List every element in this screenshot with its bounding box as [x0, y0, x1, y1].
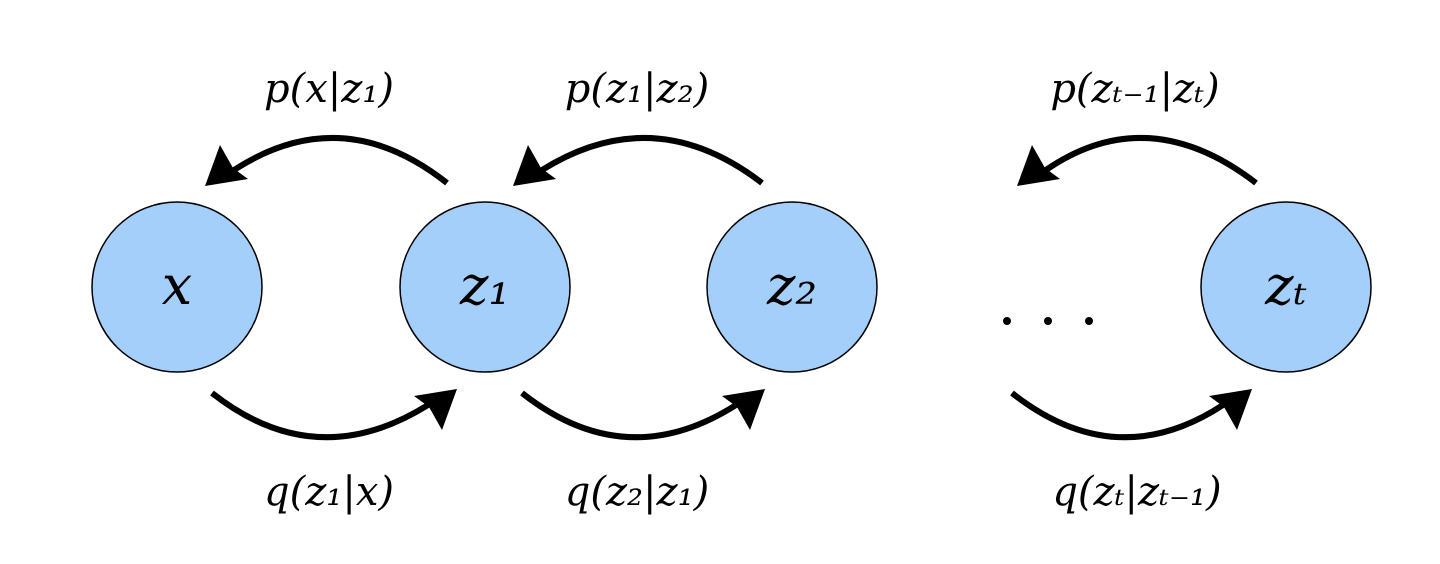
- forward-edge-zT-1-zT-label: q(zₜ|zₜ₋₁): [1052, 469, 1221, 515]
- forward-edge-z1-z2-label: q(z₂|z₁): [565, 469, 710, 515]
- reverse-edge-z1-x-curve: [232, 135, 449, 186]
- forward-edge-zT-1-zT-curve: [1010, 390, 1225, 441]
- ellipsis-dot-3: [1085, 317, 1093, 325]
- ellipsis-dot-1: [1003, 317, 1011, 325]
- reverse-edge-zT-zT-1-label: p(zₜ₋₁|zₜ): [1050, 66, 1219, 112]
- forward-edge-x-z1: q(z₁|x): [210, 389, 457, 515]
- reverse-edge-zT-zT-1: p(zₜ₋₁|zₜ): [1017, 66, 1258, 186]
- node-x-circle: [91, 201, 263, 373]
- forward-edge-z1-z2-arrowhead: [722, 389, 765, 430]
- node-z1-circle: [399, 201, 571, 373]
- node-z1-label: z₁: [459, 254, 510, 317]
- forward-edge-z1-z2: q(z₂|z₁): [520, 389, 765, 515]
- node-x-label: x: [162, 254, 192, 317]
- forward-edge-zT-1-zT-arrowhead: [1209, 389, 1252, 430]
- node-zT: zₜ: [1200, 201, 1372, 373]
- reverse-edge-z2-z1-label: p(z₁|z₂): [565, 66, 710, 112]
- reverse-edge-z2-z1: p(z₁|z₂): [513, 66, 764, 186]
- node-z2-label: z₂: [766, 254, 817, 317]
- ellipsis-dots: [1003, 317, 1093, 325]
- ellipsis-dot-2: [1044, 317, 1052, 325]
- node-x: x: [91, 201, 263, 373]
- forward-edge-x-z1-arrowhead: [414, 389, 457, 430]
- forward-edge-x-z1-curve: [210, 390, 430, 441]
- reverse-edge-z2-z1-arrowhead: [513, 145, 556, 186]
- reverse-edge-z1-x-label: p(x|z₁): [264, 66, 394, 112]
- forward-edge-x-z1-label: q(z₁|x): [264, 469, 394, 515]
- reverse-edge-z2-z1-curve: [540, 135, 764, 186]
- reverse-edge-zT-zT-1-arrowhead: [1017, 145, 1060, 186]
- node-z1: z₁: [399, 201, 571, 373]
- reverse-edge-z1-x: p(x|z₁): [205, 66, 449, 186]
- node-z2: z₂: [706, 201, 878, 373]
- reverse-edge-zT-zT-1-curve: [1044, 135, 1258, 186]
- node-zT-circle: [1200, 201, 1372, 373]
- node-zT-label: zₜ: [1264, 254, 1307, 317]
- node-z2-circle: [706, 201, 878, 373]
- forward-edge-zT-1-zT: q(zₜ|zₜ₋₁): [1010, 389, 1252, 515]
- forward-edge-z1-z2-curve: [520, 390, 738, 441]
- reverse-edge-z1-x-arrowhead: [205, 145, 248, 186]
